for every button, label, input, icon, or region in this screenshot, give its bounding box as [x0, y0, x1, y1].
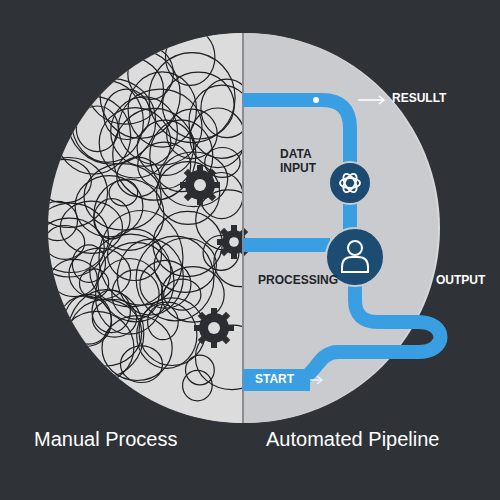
tangle-loop [117, 157, 160, 196]
tangle-loop [38, 159, 92, 202]
automated-pipeline-caption: Automated Pipeline [266, 428, 439, 451]
pipe-dots [298, 97, 320, 383]
tangle-loop [113, 108, 196, 200]
tangle-loop [72, 81, 144, 162]
tangle-loop [33, 203, 109, 272]
gear [194, 308, 234, 348]
person-icon [342, 241, 368, 272]
tangle-loop [94, 179, 164, 250]
tangle-loop [88, 56, 164, 124]
ai-logo-circle [329, 162, 371, 204]
tangle-loop [30, 158, 107, 228]
tangle-loop [139, 298, 205, 366]
gears [180, 165, 251, 348]
pipe-processing [243, 238, 330, 252]
tangle-loop [65, 294, 111, 344]
output-label: OUTPUT [436, 274, 485, 288]
data-input-label: DATA INPUT [280, 148, 330, 176]
ai-logo-symbol [340, 172, 360, 194]
tangle-loop [121, 346, 163, 383]
divider [242, 33, 244, 423]
manual-process-caption: Manual Process [34, 428, 177, 451]
tangle-loop [109, 180, 138, 206]
tangle-loop [183, 370, 213, 400]
tangle-loop [60, 201, 122, 253]
tangle-loop [80, 269, 109, 298]
gear [180, 165, 220, 205]
tangle-loop [190, 108, 245, 168]
tangle-loop [45, 226, 85, 260]
tangle-loop [59, 296, 111, 347]
tangle-loop [137, 120, 194, 175]
tangle-loop [99, 108, 171, 178]
left-half [48, 33, 243, 423]
tangle-loop [148, 305, 179, 340]
tangle-loop [154, 238, 216, 292]
tangle-loop [157, 162, 220, 225]
flow-arrows [300, 96, 384, 384]
processing-label: PROCESSING [258, 274, 338, 288]
pipe-output [243, 285, 441, 380]
tangle-loop [96, 259, 163, 335]
tangle-loop [69, 248, 131, 299]
tangle-loop [56, 96, 131, 174]
pipeline [243, 100, 441, 380]
start-label: START [243, 369, 310, 391]
tangle-loop [160, 152, 228, 207]
tangle-loop [128, 48, 174, 100]
result-label: RESULLT [392, 92, 446, 106]
tangle-loop [149, 53, 235, 143]
tangled-lines [30, 29, 268, 401]
